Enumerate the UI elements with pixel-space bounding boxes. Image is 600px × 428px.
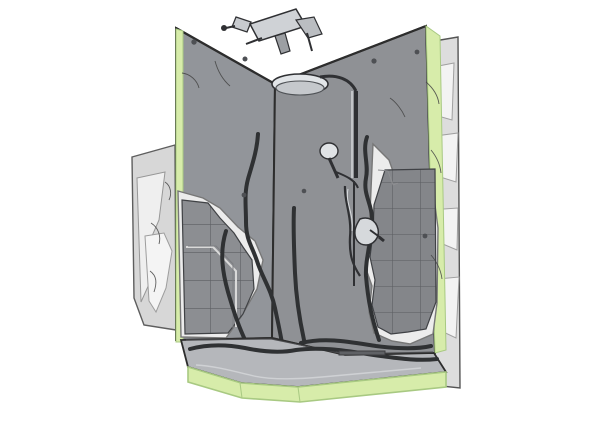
rain-shower-head-icon bbox=[271, 73, 358, 178]
shower-tray bbox=[179, 337, 448, 403]
screw-icon bbox=[414, 49, 420, 55]
screw-icon bbox=[191, 39, 197, 45]
right-tile-section bbox=[364, 142, 439, 345]
screw-icon bbox=[242, 56, 248, 62]
hand-shower-icon bbox=[319, 142, 361, 286]
screw-icon bbox=[221, 25, 227, 31]
screw-icon bbox=[371, 58, 377, 64]
screw-icon bbox=[241, 192, 247, 198]
caulk-gun-icon bbox=[221, 8, 323, 55]
sealant-strips bbox=[220, 132, 433, 352]
mixer-valve-icon bbox=[354, 217, 385, 246]
drain-channel-icon bbox=[338, 350, 386, 356]
screw-icon bbox=[301, 188, 307, 194]
sketch-details bbox=[149, 60, 443, 293]
screw-icon bbox=[422, 233, 428, 239]
left-tile-section bbox=[177, 190, 264, 339]
